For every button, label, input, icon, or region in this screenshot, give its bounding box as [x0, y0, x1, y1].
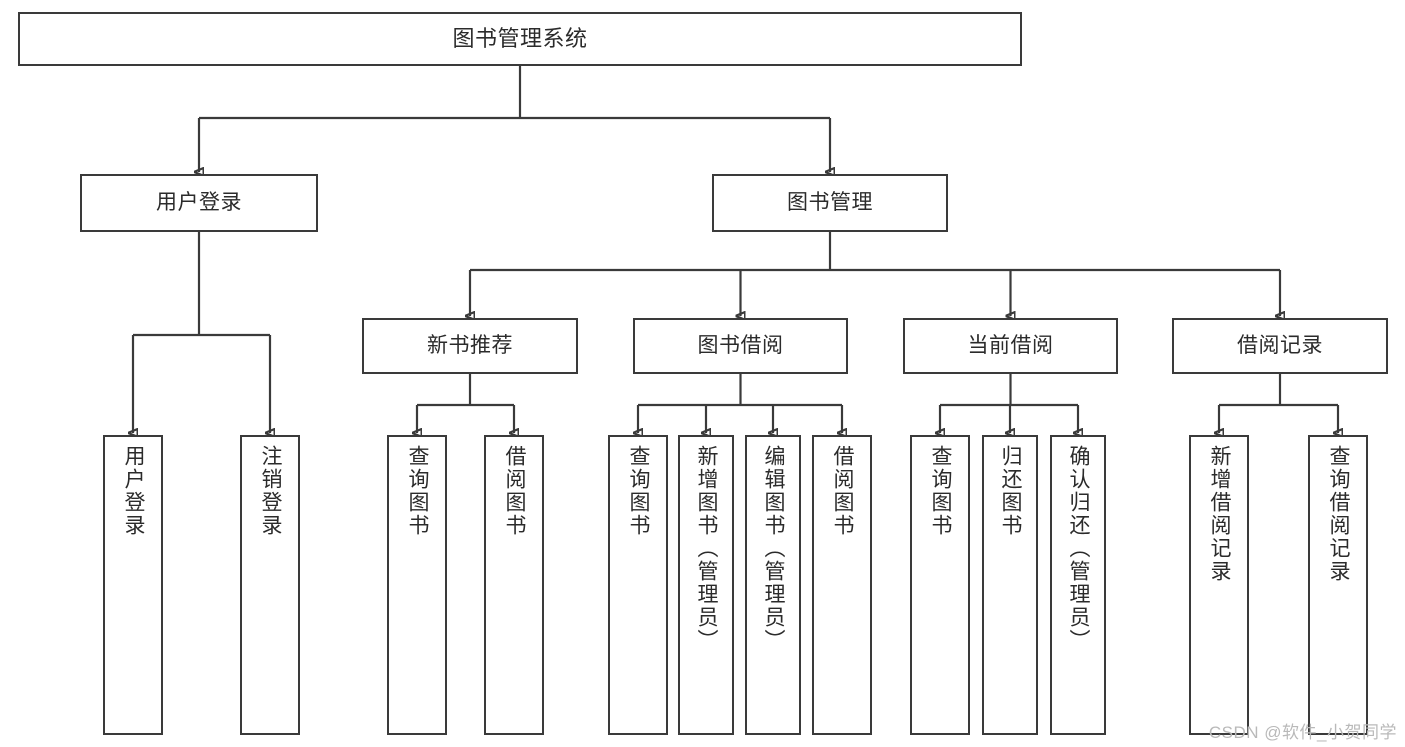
- node-label-book-borrow: 图书借阅: [697, 333, 784, 357]
- node-leaf-query-book-2[interactable]: 查询图书: [608, 435, 668, 735]
- node-new-book-rec[interactable]: 新书推荐: [362, 318, 578, 374]
- node-leaf-add-book[interactable]: 新增图书（管理员）: [678, 435, 734, 735]
- node-leaf-add-record[interactable]: 新增借阅记录: [1189, 435, 1249, 735]
- node-user-login[interactable]: 用户登录: [80, 174, 318, 232]
- node-label-user-login: 用户登录: [156, 190, 242, 214]
- node-label-borrow-record: 借阅记录: [1237, 333, 1323, 357]
- node-leaf-user-login[interactable]: 用户登录: [103, 435, 163, 735]
- node-label-root: 图书管理系统: [452, 26, 588, 52]
- node-label-current-borrow: 当前借阅: [967, 333, 1054, 357]
- node-leaf-user-logout[interactable]: 注销登录: [240, 435, 300, 735]
- node-label-new-book-rec: 新书推荐: [427, 333, 513, 357]
- node-label-book-manage: 图书管理: [787, 190, 873, 214]
- node-label-leaf-edit-book: 编辑图书（管理员）: [762, 445, 786, 652]
- node-leaf-query-record[interactable]: 查询借阅记录: [1308, 435, 1368, 735]
- node-leaf-borrow-book-2[interactable]: 借阅图书: [812, 435, 872, 735]
- node-leaf-borrow-book-1[interactable]: 借阅图书: [484, 435, 544, 735]
- node-label-leaf-add-record: 新增借阅记录: [1208, 445, 1232, 583]
- node-root[interactable]: 图书管理系统: [18, 12, 1022, 66]
- node-label-leaf-confirm-return: 确认归还（管理员）: [1067, 445, 1091, 652]
- node-label-leaf-add-book: 新增图书（管理员）: [695, 445, 719, 652]
- node-label-leaf-user-logout: 注销登录: [259, 445, 283, 537]
- watermark: CSDN @软件_小贺同学: [1208, 723, 1397, 742]
- node-book-manage[interactable]: 图书管理: [712, 174, 948, 232]
- node-label-leaf-borrow-book-2: 借阅图书: [831, 445, 855, 537]
- node-label-leaf-query-book-1: 查询图书: [406, 445, 430, 537]
- node-book-borrow[interactable]: 图书借阅: [633, 318, 848, 374]
- node-label-leaf-query-record: 查询借阅记录: [1327, 445, 1351, 583]
- node-label-leaf-return-book: 归还图书: [999, 445, 1023, 537]
- node-leaf-query-book-1[interactable]: 查询图书: [387, 435, 447, 735]
- node-leaf-return-book[interactable]: 归还图书: [982, 435, 1038, 735]
- node-label-leaf-query-book-2: 查询图书: [627, 445, 651, 537]
- node-label-leaf-borrow-book-1: 借阅图书: [503, 445, 527, 537]
- node-label-leaf-query-book-3: 查询图书: [929, 445, 953, 537]
- node-leaf-edit-book[interactable]: 编辑图书（管理员）: [745, 435, 801, 735]
- node-borrow-record[interactable]: 借阅记录: [1172, 318, 1388, 374]
- node-leaf-query-book-3[interactable]: 查询图书: [910, 435, 970, 735]
- node-leaf-confirm-return[interactable]: 确认归还（管理员）: [1050, 435, 1106, 735]
- edge-paths: [133, 66, 1338, 433]
- node-label-leaf-user-login: 用户登录: [122, 445, 146, 537]
- node-current-borrow[interactable]: 当前借阅: [903, 318, 1118, 374]
